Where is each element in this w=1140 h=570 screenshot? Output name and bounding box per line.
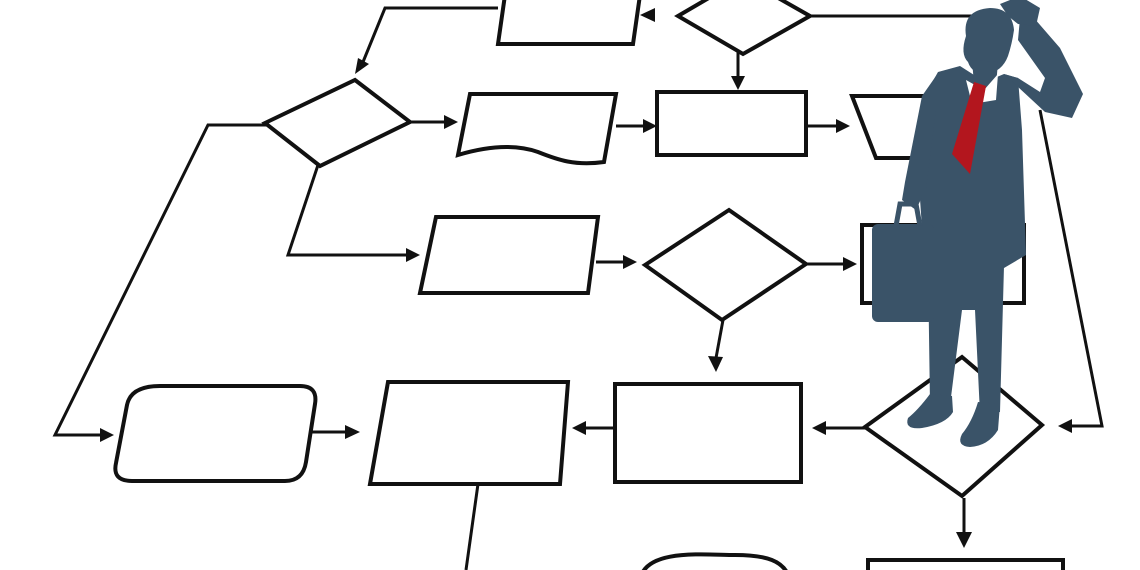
node-n8-decision (641, 207, 810, 323)
node-n3-decision (261, 77, 414, 169)
flowchart-shapes (113, 0, 1065, 570)
connector (1038, 109, 1104, 428)
node-n10-rounded-parallelogram (113, 384, 318, 483)
businessman-tie (952, 82, 986, 174)
businessman-right-shoe (960, 402, 1000, 447)
connector (714, 319, 725, 359)
arrow-head (406, 248, 420, 262)
briefcase-body (872, 224, 934, 322)
businessman-silhouette-icon (872, 0, 1083, 447)
arrow-head (836, 119, 850, 133)
arrow-heads (100, 8, 1072, 548)
arrow-head (708, 356, 723, 372)
connector (464, 483, 480, 570)
businessman-raised-arm (1004, 18, 1083, 118)
businessman-head (963, 8, 1014, 74)
connector (361, 6, 498, 63)
businessman-left-shoe (907, 394, 953, 429)
businessman-jacket (918, 66, 1026, 268)
node-n5-process (655, 90, 808, 157)
arrow-head (100, 428, 114, 442)
arrow-head (643, 119, 657, 133)
arrow-head (572, 421, 586, 435)
arrow-head (640, 8, 655, 22)
briefcase-icon (872, 201, 934, 322)
arrow-head (623, 255, 637, 269)
businessman-left-arm (902, 76, 936, 210)
connector (285, 164, 410, 257)
node-n4-document (455, 92, 619, 166)
businessman-neck (972, 60, 998, 86)
arrow-head (345, 425, 360, 439)
node-n14-terminator (641, 552, 788, 570)
connectors (52, 6, 1104, 570)
node-n2-decision (674, 0, 815, 57)
node-n1-parallelogram (495, 0, 642, 46)
node-n15-process (866, 558, 1065, 570)
arrow-head (1058, 419, 1072, 433)
arrow-head (731, 76, 745, 90)
arrow-head (956, 532, 972, 548)
businessman-legs (928, 266, 1004, 414)
connector (52, 123, 268, 437)
arrow-head (355, 58, 369, 74)
node-n12-process (613, 382, 803, 484)
briefcase-handle (893, 201, 923, 227)
businessman-hand (1000, 0, 1040, 26)
node-n11-parallelogram (367, 380, 571, 486)
arrow-head (843, 257, 857, 271)
arrow-head (812, 421, 826, 435)
node-n7-parallelogram (417, 215, 601, 295)
node-n13-decision (861, 354, 1046, 499)
arrow-head (444, 115, 458, 129)
